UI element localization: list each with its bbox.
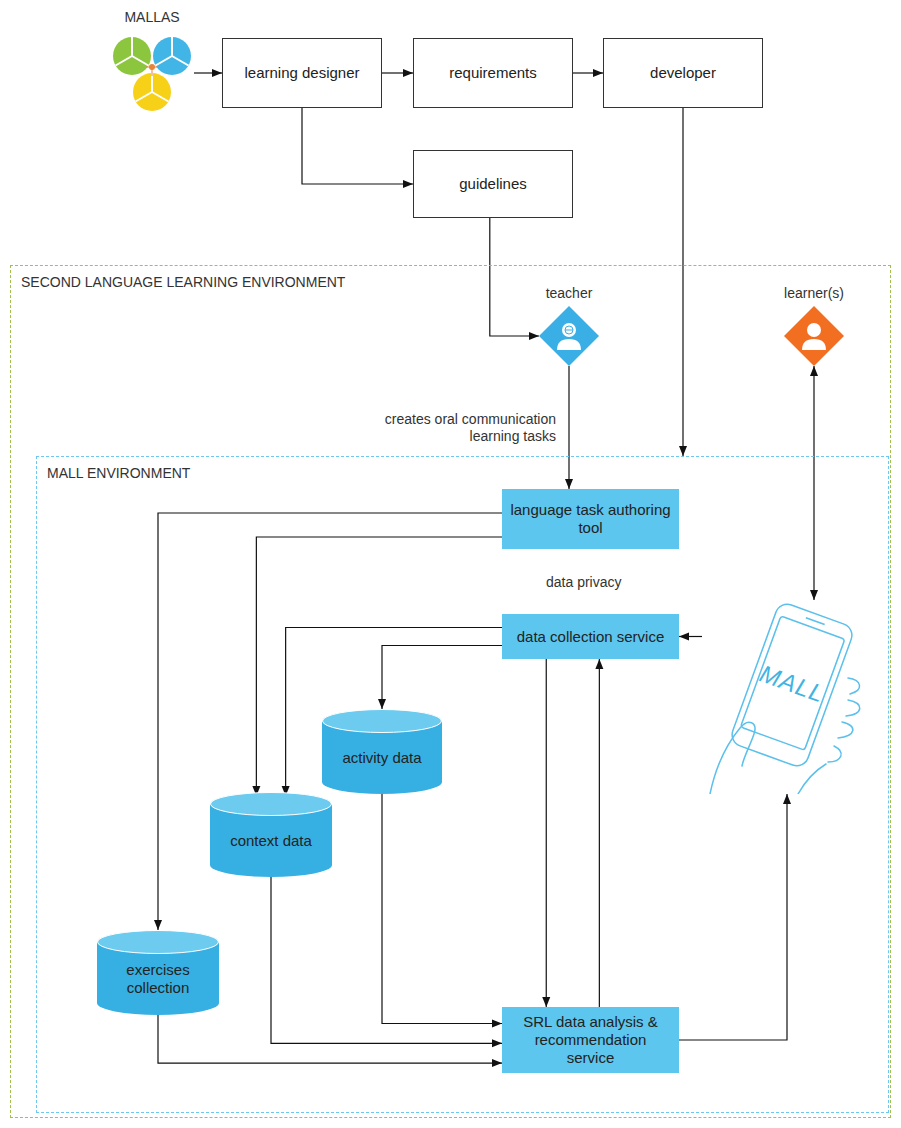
connector-arrow <box>679 636 702 637</box>
connector-arrow <box>382 794 502 1024</box>
connector-arrow <box>256 537 502 796</box>
process-box: learning designer <box>222 38 382 108</box>
node-label: requirements <box>449 64 537 82</box>
process-box: guidelines <box>413 150 573 218</box>
data-store: context data <box>210 792 332 877</box>
connector-arrow <box>679 794 787 1040</box>
connector-arrow <box>490 218 539 336</box>
mallas-logo: MALLAS <box>110 30 194 114</box>
service-box: language task authoring tool <box>502 489 679 549</box>
mallas-icon <box>110 30 194 114</box>
service-box: data collection service <box>502 614 679 659</box>
node-heading: MALLAS <box>124 9 179 26</box>
environment-region: MALL ENVIRONMENT language task authoring … <box>36 456 889 1113</box>
data-store: activity data <box>322 709 442 794</box>
connector-arrow <box>302 108 413 184</box>
node-heading: teacher <box>546 285 593 302</box>
connector-arrow <box>271 877 502 1043</box>
node-label: learning designer <box>244 64 359 82</box>
connector-arrow <box>813 366 814 600</box>
region-title: MALL ENVIRONMENT <box>47 465 190 482</box>
node-label: context data <box>214 816 328 865</box>
diamond-shape <box>539 306 599 366</box>
node-label: language task authoring tool <box>510 501 671 537</box>
connector-arrow <box>682 108 683 456</box>
connector-arrow <box>382 646 502 710</box>
mobile-phone: MALL <box>702 600 872 794</box>
note-label: data privacy <box>546 574 621 590</box>
node-label: activity data <box>326 733 438 782</box>
node-label: exercises collection <box>101 954 215 1003</box>
environment-region: SECOND LANGUAGE LEARNING ENVIRONMENT teac… <box>10 265 891 1118</box>
node-heading: learner(s) <box>784 285 844 302</box>
connector-arrow <box>599 659 600 1007</box>
node-label: guidelines <box>459 175 527 193</box>
connector-arrow <box>286 628 502 797</box>
node-label: developer <box>650 64 716 82</box>
connector-arrow <box>194 72 222 73</box>
node-label: data collection service <box>517 628 665 646</box>
process-box: requirements <box>413 38 573 108</box>
diamond-shape <box>784 306 844 366</box>
data-store: exercises collection <box>97 930 219 1015</box>
learner-diamond: learner(s) <box>784 306 844 366</box>
service-box: SRL data analysis & recommendation servi… <box>502 1007 679 1073</box>
connector-arrow <box>573 72 603 73</box>
connector-arrow <box>568 366 569 489</box>
edge-label: creates oral communication learning task… <box>359 410 559 446</box>
connector-arrow <box>546 659 547 1007</box>
connector-arrow <box>158 513 502 930</box>
region-title: SECOND LANGUAGE LEARNING ENVIRONMENT <box>21 274 345 291</box>
node-label: SRL data analysis & recommendation servi… <box>510 1013 671 1067</box>
connector-arrow <box>382 72 413 73</box>
process-box: developer <box>603 38 763 108</box>
teacher-diamond: teacher <box>539 306 599 366</box>
connector-arrow <box>158 1015 502 1063</box>
